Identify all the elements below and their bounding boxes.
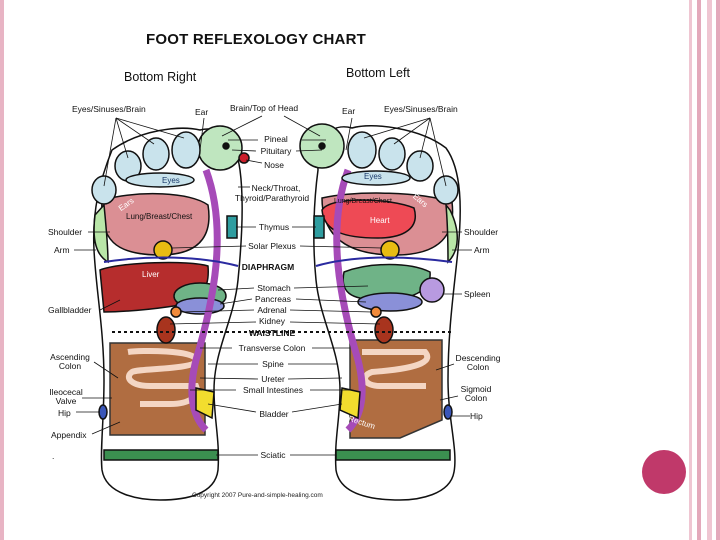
left-foot	[299, 123, 461, 501]
chart-title: FOOT REFLEXOLOGY CHART	[146, 31, 366, 48]
label-hip-left: Hip	[470, 411, 483, 421]
right-border-stripe-1	[689, 0, 692, 540]
region-lung-left: Lung/Breast/Chest	[334, 198, 392, 205]
label-sigmoid-colon: Sigmoid Colon	[460, 384, 492, 403]
label-transverse-colon: Transverse Colon	[238, 343, 306, 353]
label-dot: .	[52, 451, 55, 461]
label-shoulder-right: Shoulder	[48, 227, 83, 237]
region-eyes-right: Eyes	[162, 176, 180, 185]
right-foot-heading: Bottom Right	[124, 70, 197, 84]
region-liver: Liver	[142, 270, 160, 279]
label-eyes-sinuses-brain-right: Eyes/Sinuses/Brain	[72, 104, 146, 114]
label-arm-right: Arm	[54, 245, 70, 255]
left-foot-heading: Bottom Left	[346, 66, 410, 80]
label-spleen: Spleen	[464, 289, 491, 299]
label-shoulder-left: Shoulder	[464, 227, 499, 237]
region-lung-right: Lung/Breast/Chest	[126, 212, 193, 221]
label-waistline: WAISTLINE	[248, 328, 296, 338]
label-pancreas: Pancreas	[255, 294, 291, 304]
right-border-stripe-3	[707, 0, 712, 540]
label-thymus: Thymus	[258, 222, 290, 232]
label-bladder: Bladder	[259, 409, 289, 419]
label-ascending-colon: Ascending Colon	[50, 352, 90, 371]
region-eyes-left: Eyes	[364, 172, 382, 181]
label-spine: Spine	[262, 359, 284, 369]
label-small-intestines: Small Intestines	[243, 385, 303, 395]
label-solar-plexus: Solar Plexus	[248, 241, 296, 251]
right-border-stripe-4	[716, 0, 720, 540]
label-sciatic: Sciatic	[260, 450, 286, 460]
label-thyroid: Thyroid/Parathyroid	[234, 193, 310, 203]
label-neck-throat: Neck/Throat,	[251, 183, 301, 193]
label-gallbladder: Gallbladder	[48, 305, 92, 315]
label-eyes-sinuses-brain-left: Eyes/Sinuses/Brain	[384, 104, 458, 114]
label-diaphragm: DIAPHRAGM	[241, 262, 295, 272]
slide-bullet-circle	[642, 450, 686, 494]
label-ear-left: Ear	[342, 106, 356, 116]
label-pineal: Pineal	[264, 134, 288, 144]
label-hip-right: Hip	[58, 408, 71, 418]
label-kidney: Kidney	[259, 316, 285, 326]
label-arm-left: Arm	[474, 245, 490, 255]
copyright-text: Copyright 2007 Pure-and-simple-healing.c…	[192, 492, 323, 499]
label-brain-top-head: Brain/Top of Head	[230, 103, 299, 113]
label-stomach: Stomach	[257, 283, 291, 293]
label-pituitary: Pituitary	[260, 146, 292, 156]
label-adrenal: Adrenal	[257, 305, 287, 315]
label-ileocecal-valve: Ileocecal Valve	[49, 387, 83, 406]
right-border-stripe-2	[697, 0, 701, 540]
label-appendix: Appendix	[51, 430, 87, 440]
region-heart: Heart	[370, 216, 390, 225]
label-descending-colon: Descending Colon	[455, 353, 501, 372]
label-ear-right: Ear	[195, 107, 209, 117]
label-ureter: Ureter	[261, 374, 285, 384]
left-border-stripe	[0, 0, 4, 540]
label-nose: Nose	[264, 160, 284, 170]
